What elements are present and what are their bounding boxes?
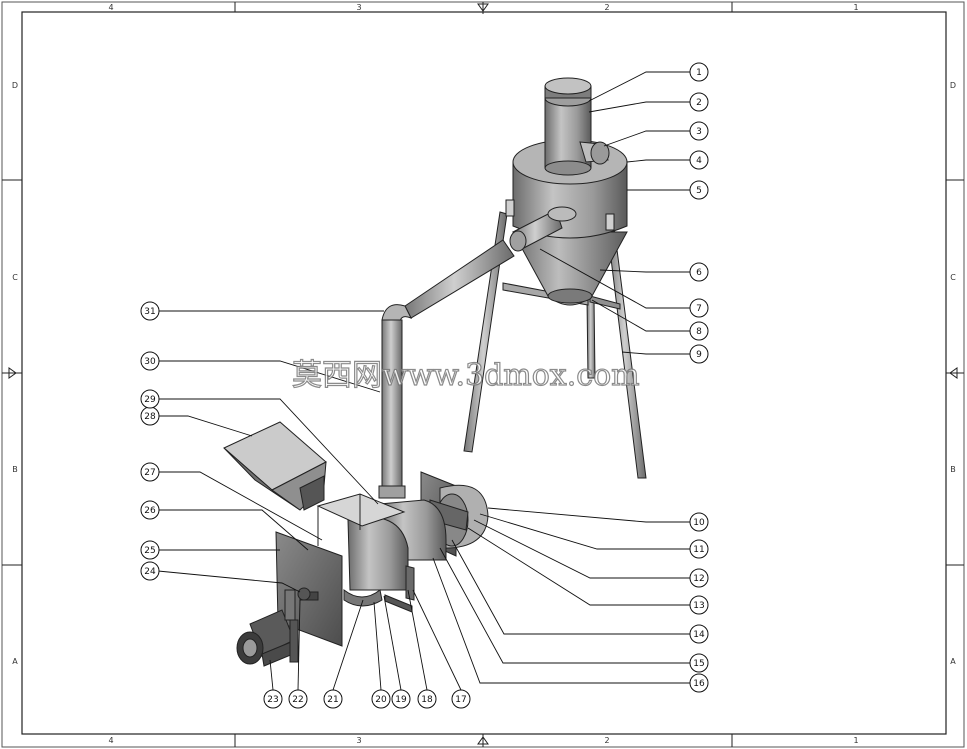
- balloon: 29: [140, 389, 160, 409]
- zone-col-bottom: 4: [108, 736, 113, 745]
- balloon: 25: [140, 540, 160, 560]
- svg-text:3: 3: [696, 127, 702, 137]
- zone-row-right: D: [950, 81, 956, 90]
- balloon: 24: [140, 561, 160, 581]
- watermark-text: 莫西网www.3dmox.com: [292, 358, 640, 393]
- zone-row-left: C: [12, 273, 18, 282]
- svg-text:18: 18: [421, 695, 433, 705]
- balloon: 22: [288, 689, 308, 709]
- balloon: 27: [140, 462, 160, 482]
- balloon-callouts: 1 2 3 4 5 6 7 8 9 10 11 12 13 14 15 16 1…: [140, 62, 709, 709]
- balloon: 2: [689, 92, 709, 112]
- svg-text:28: 28: [144, 412, 156, 422]
- balloon: 13: [689, 595, 709, 615]
- zone-col-top: 2: [604, 3, 609, 12]
- balloon: 1: [689, 62, 709, 82]
- svg-text:19: 19: [395, 695, 407, 705]
- balloon: 5: [689, 180, 709, 200]
- zone-col-top: 3: [356, 3, 361, 12]
- balloon: 15: [689, 653, 709, 673]
- zone-row-left: D: [12, 81, 18, 90]
- balloon: 30: [140, 351, 160, 371]
- svg-text:1: 1: [696, 68, 702, 78]
- zone-col-bottom: 1: [853, 736, 858, 745]
- svg-text:30: 30: [144, 357, 156, 367]
- cyclone-separator: [505, 77, 628, 306]
- svg-text:7: 7: [696, 304, 702, 314]
- balloon: 3: [689, 121, 709, 141]
- balloon: 7: [689, 298, 709, 318]
- balloon: 21: [323, 689, 343, 709]
- balloon: 20: [371, 689, 391, 709]
- electric-motor: [236, 589, 299, 667]
- svg-text:8: 8: [696, 327, 702, 337]
- zone-col-top: 1: [853, 3, 858, 12]
- zone-row-left: A: [12, 657, 18, 666]
- svg-text:25: 25: [144, 546, 155, 556]
- balloon: 19: [391, 689, 411, 709]
- balloon: 26: [140, 500, 160, 520]
- svg-text:10: 10: [693, 518, 705, 528]
- balloon: 6: [689, 262, 709, 282]
- zone-row-left: B: [12, 465, 18, 474]
- balloon: 8: [689, 321, 709, 341]
- balloon: 14: [689, 624, 709, 644]
- balloon: 17: [451, 689, 471, 709]
- transport-duct: [378, 239, 515, 499]
- balloon: 10: [689, 512, 709, 532]
- svg-text:14: 14: [693, 630, 705, 640]
- svg-text:29: 29: [144, 395, 156, 405]
- svg-text:17: 17: [455, 695, 466, 705]
- zone-row-right: C: [950, 273, 956, 282]
- svg-text:5: 5: [696, 186, 702, 196]
- svg-text:2: 2: [696, 98, 702, 108]
- svg-text:11: 11: [693, 545, 704, 555]
- svg-text:4: 4: [696, 156, 702, 166]
- svg-text:27: 27: [144, 468, 155, 478]
- svg-text:24: 24: [144, 567, 156, 577]
- balloon: 23: [263, 689, 283, 709]
- svg-text:15: 15: [693, 659, 704, 669]
- balloon: 18: [417, 689, 437, 709]
- balloon: 4: [689, 150, 709, 170]
- feed-hopper: [223, 421, 327, 511]
- balloon: 31: [140, 301, 160, 321]
- zone-row-right: B: [950, 465, 956, 474]
- balloon: 9: [689, 344, 709, 364]
- leader-lines: [157, 71, 690, 691]
- zone-col-top: 4: [108, 3, 113, 12]
- svg-text:22: 22: [292, 695, 303, 705]
- balloon: 28: [140, 406, 160, 426]
- svg-text:20: 20: [375, 695, 387, 705]
- svg-text:13: 13: [693, 601, 704, 611]
- balloon: 16: [689, 673, 709, 693]
- zone-row-right: A: [950, 657, 956, 666]
- balloon: 11: [689, 539, 709, 559]
- svg-text:26: 26: [144, 506, 156, 516]
- svg-text:6: 6: [696, 268, 702, 278]
- zone-col-bottom: 3: [356, 736, 361, 745]
- svg-text:21: 21: [327, 695, 338, 705]
- zone-labels: 4 3 2 1 4 3 2 1 D C B A D C B A: [12, 3, 956, 745]
- svg-text:12: 12: [693, 574, 704, 584]
- svg-text:23: 23: [267, 695, 278, 705]
- balloon: 12: [689, 568, 709, 588]
- svg-text:9: 9: [696, 350, 702, 360]
- svg-text:31: 31: [144, 307, 155, 317]
- zone-col-bottom: 2: [604, 736, 609, 745]
- svg-text:16: 16: [693, 679, 705, 689]
